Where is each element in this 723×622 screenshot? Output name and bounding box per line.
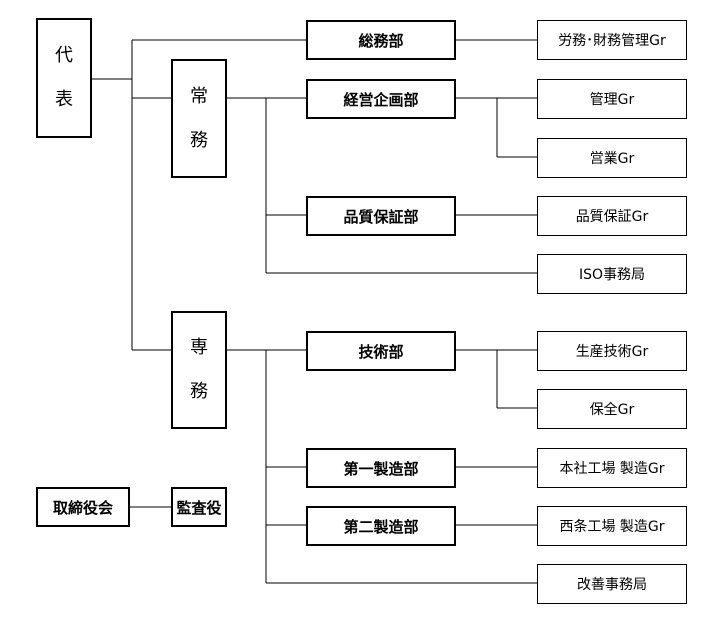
board-of-directors-box: 取締役会 [36,487,130,527]
representative-char: 代 [55,45,73,66]
management-group-box: 管理Gr [537,79,687,119]
management-planning-dept-box: 経営企画部 [306,79,456,119]
representative-char: 表 [55,89,73,110]
quality-assurance-group-box: 品質保証Gr [537,196,687,236]
production-engineering-group-box: 生産技術Gr [537,331,687,371]
west-plant-group-box: 西条工場 製造Gr [537,506,687,546]
improvement-office-box: 改善事務局 [537,564,687,604]
executive-jomu-char: 務 [190,129,208,151]
iso-office-box: ISO事務局 [537,254,687,294]
auditor-box: 監査役 [171,487,227,527]
executive-jomu-char: 常 [190,85,208,107]
general-affairs-dept-box: 総務部 [306,20,456,60]
executive-senmu-box: 専 務 [171,311,227,429]
head-office-plant-group-box: 本社工場 製造Gr [537,448,687,488]
second-manufacturing-dept-box: 第二製造部 [306,506,456,546]
executive-senmu-char: 専 [190,337,208,358]
first-manufacturing-dept-box: 第一製造部 [306,448,456,488]
engineering-dept-box: 技術部 [306,331,456,371]
labor-finance-group-box: 労務･財務管理Gr [537,20,687,60]
sales-group-box: 営業Gr [537,138,687,178]
executive-senmu-char: 務 [190,381,208,402]
quality-assurance-dept-box: 品質保証部 [306,196,456,236]
maintenance-group-box: 保全Gr [537,389,687,429]
executive-jomu-box: 常 務 [171,59,227,178]
representative-box: 代 表 [36,18,92,138]
